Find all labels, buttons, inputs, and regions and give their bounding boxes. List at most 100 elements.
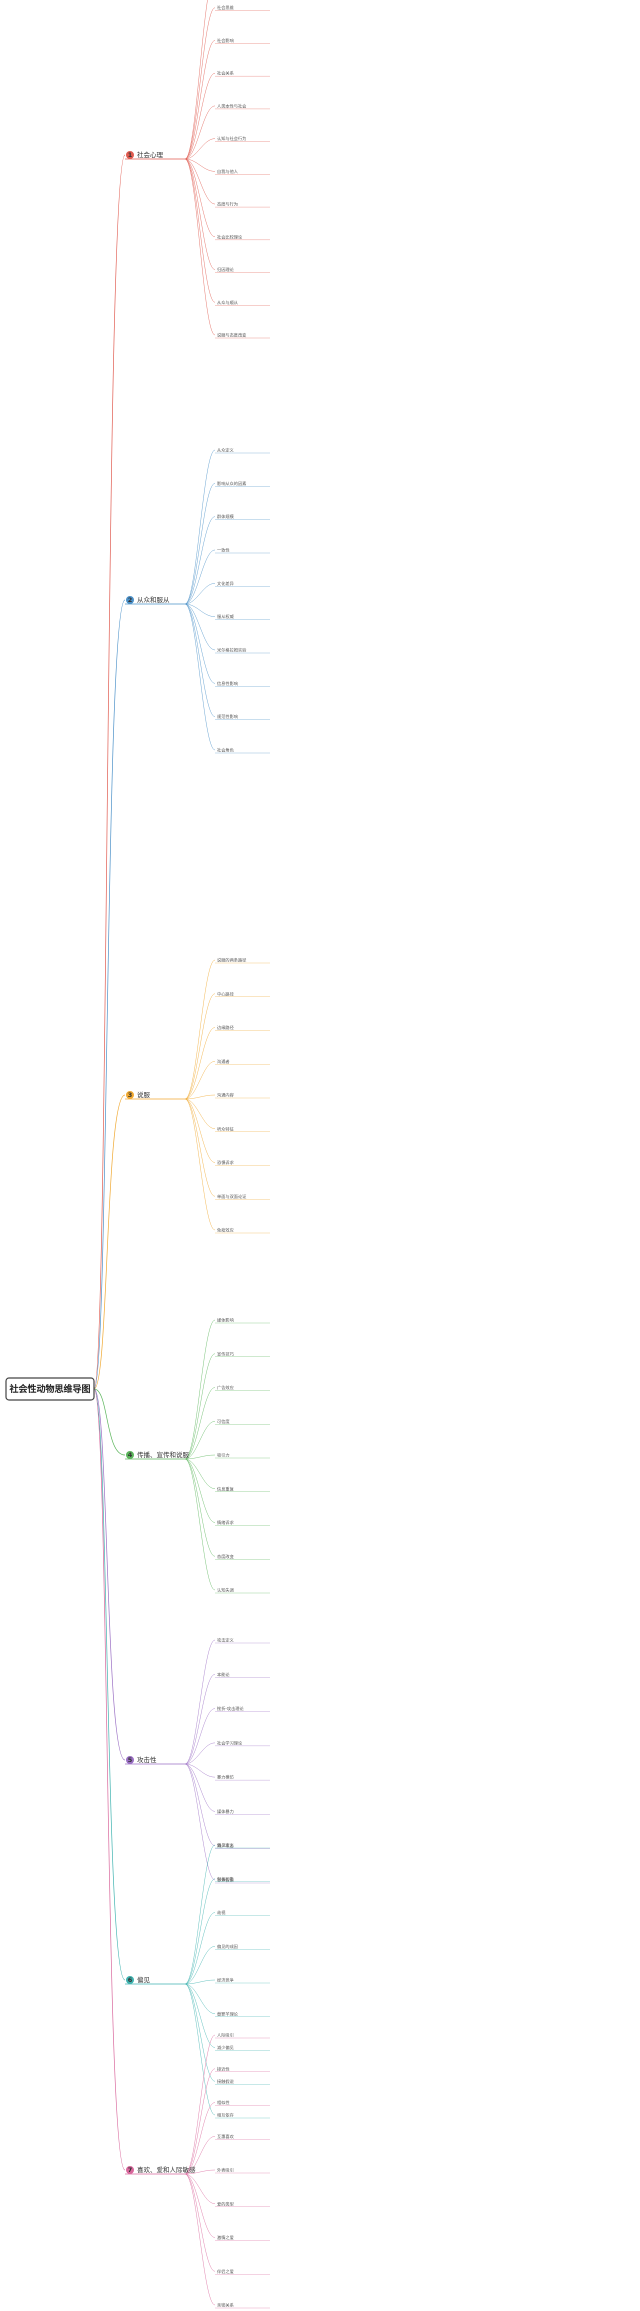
leaf-connector	[184, 1098, 216, 1163]
leaf-connector	[184, 72, 216, 160]
leaf-label: 相互依存	[217, 2112, 234, 2119]
leaf-connector	[184, 158, 216, 270]
leaf-connector	[184, 1639, 216, 1765]
leaf-node: 信息性影响	[215, 680, 270, 687]
leaf-node: 社会影响	[215, 37, 270, 44]
branch-number-badge	[126, 596, 134, 604]
root-node-label: 社会性动物思维导图	[8, 1383, 90, 1395]
leaf-label: 宣传技巧	[217, 1350, 234, 1357]
leaf-label: 社会关系	[217, 70, 234, 77]
leaf-connector	[184, 2169, 216, 2175]
leaf-label: 中心路径	[217, 990, 234, 997]
leaf-label: 社会学习理论	[217, 1739, 243, 1746]
leaf-connector	[184, 1763, 216, 1778]
leaf-label: 可信度	[217, 1418, 230, 1425]
leaf-node: 态度与行为	[215, 201, 270, 208]
leaf-node: 减少攻击	[215, 1842, 270, 1849]
leaf-node: 说服的两条路径	[215, 957, 270, 964]
leaf-connector	[184, 105, 216, 160]
leaf-node: 听众特征	[215, 1125, 270, 1132]
leaf-label: 归因理论	[217, 266, 235, 273]
leaf-label: 影响从众的因素	[217, 480, 246, 487]
leaf-connector	[184, 1983, 216, 2082]
leaf-connector	[184, 1458, 216, 1523]
leaf-label: 外表吸引	[217, 2167, 234, 2174]
leaf-connector	[184, 483, 216, 605]
leaf-label: 暴力模仿	[217, 1774, 234, 1781]
branch-connector	[93, 599, 126, 1390]
leaf-label: 说服与态度改变	[217, 332, 246, 339]
leaf-node: 挫折-攻击理论	[215, 1705, 270, 1712]
leaf-connector	[184, 1098, 216, 1231]
leaf-label: 听众特征	[217, 1125, 235, 1132]
leaf-node: 从众与顺从	[215, 299, 270, 306]
leaf-label: 从众定义	[217, 447, 235, 454]
leaf-connector	[184, 1742, 216, 1765]
branch-number-badge	[126, 1756, 134, 1764]
leaf-node: 说服与态度改变	[215, 332, 270, 339]
leaf-label: 社会角色	[217, 747, 235, 754]
leaf-connector	[184, 603, 216, 651]
branch-label: 传播、宣传和说服	[137, 1450, 190, 1459]
leaf-connector	[184, 1027, 216, 1100]
leaf-label: 态度与行为	[217, 201, 238, 208]
leaf-connector	[184, 603, 216, 717]
branch-connector	[93, 1388, 126, 2171]
leaf-node: 攻击定义	[215, 1637, 270, 1644]
leaf-connector	[184, 603, 216, 617]
leaf-label: 信息性影响	[217, 680, 238, 687]
branch-number-badge	[126, 1091, 134, 1099]
leaf-label: 免疫效应	[217, 1227, 234, 1234]
leaf-connector	[184, 1674, 216, 1765]
leaf-node: 亲密关系	[215, 2302, 270, 2309]
leaf-connector	[184, 1844, 216, 1985]
leaf-label: 偏见的成因	[217, 1943, 238, 1950]
branch-number-badge	[126, 1451, 134, 1459]
branch-number: 5	[128, 1756, 133, 1764]
root-node-box	[5, 1377, 95, 1401]
leaf-node: 社会学习理论	[215, 1739, 270, 1746]
leaf-connector	[184, 158, 216, 238]
leaf-node: 归因理论	[215, 266, 270, 273]
branch-label: 说服	[137, 1090, 151, 1099]
leaf-label: 态度改变	[217, 1553, 234, 1560]
leaf-connector	[184, 1319, 216, 1460]
leaf-node: 群体规模	[215, 513, 270, 520]
leaf-node: 沟通内容	[215, 1092, 270, 1099]
leaf-node: 刻板印象	[215, 1875, 270, 1882]
leaf-node: 广告效应	[215, 1384, 270, 1391]
leaf-connector	[184, 1946, 216, 1985]
leaf-connector	[184, 993, 216, 1100]
leaf-connector	[184, 1353, 216, 1460]
leaf-connector	[184, 1983, 216, 2116]
branch-number: 3	[128, 1091, 133, 1099]
leaf-node: 经济竞争	[215, 1977, 270, 1984]
leaf-connector	[184, 583, 216, 605]
leaf-node: 文化差异	[215, 580, 270, 587]
leaf-label: 边缘路径	[217, 1024, 234, 1031]
leaf-node: 本能论	[215, 1671, 270, 1678]
leaf-label: 人际吸引	[217, 2032, 234, 2039]
leaf-connector	[184, 0, 208, 160]
leaf-node: 社会关系	[215, 70, 270, 77]
leaf-node: 激情之爱	[215, 2234, 270, 2241]
leaf-connector	[184, 158, 216, 336]
leaf-label: 互惠喜欢	[217, 2133, 235, 2140]
branch-label: 社会心理	[137, 150, 164, 159]
leaf-label: 刻板印象	[217, 1875, 234, 1882]
leaf-label: 相似性	[217, 2099, 230, 2106]
leaf-connector	[184, 516, 216, 605]
leaf-connector	[184, 449, 216, 605]
leaf-connector	[184, 1763, 216, 1881]
leaf-connector	[184, 7, 216, 160]
leaf-node: 边缘路径	[215, 1024, 270, 1031]
branch-label: 偏见	[137, 1975, 151, 1984]
leaf-label: 亲密关系	[217, 2302, 234, 2309]
leaf-node: 替罪羊理论	[215, 2010, 270, 2017]
leaf-connector	[184, 1094, 216, 1100]
leaf-connector	[184, 1912, 216, 1985]
